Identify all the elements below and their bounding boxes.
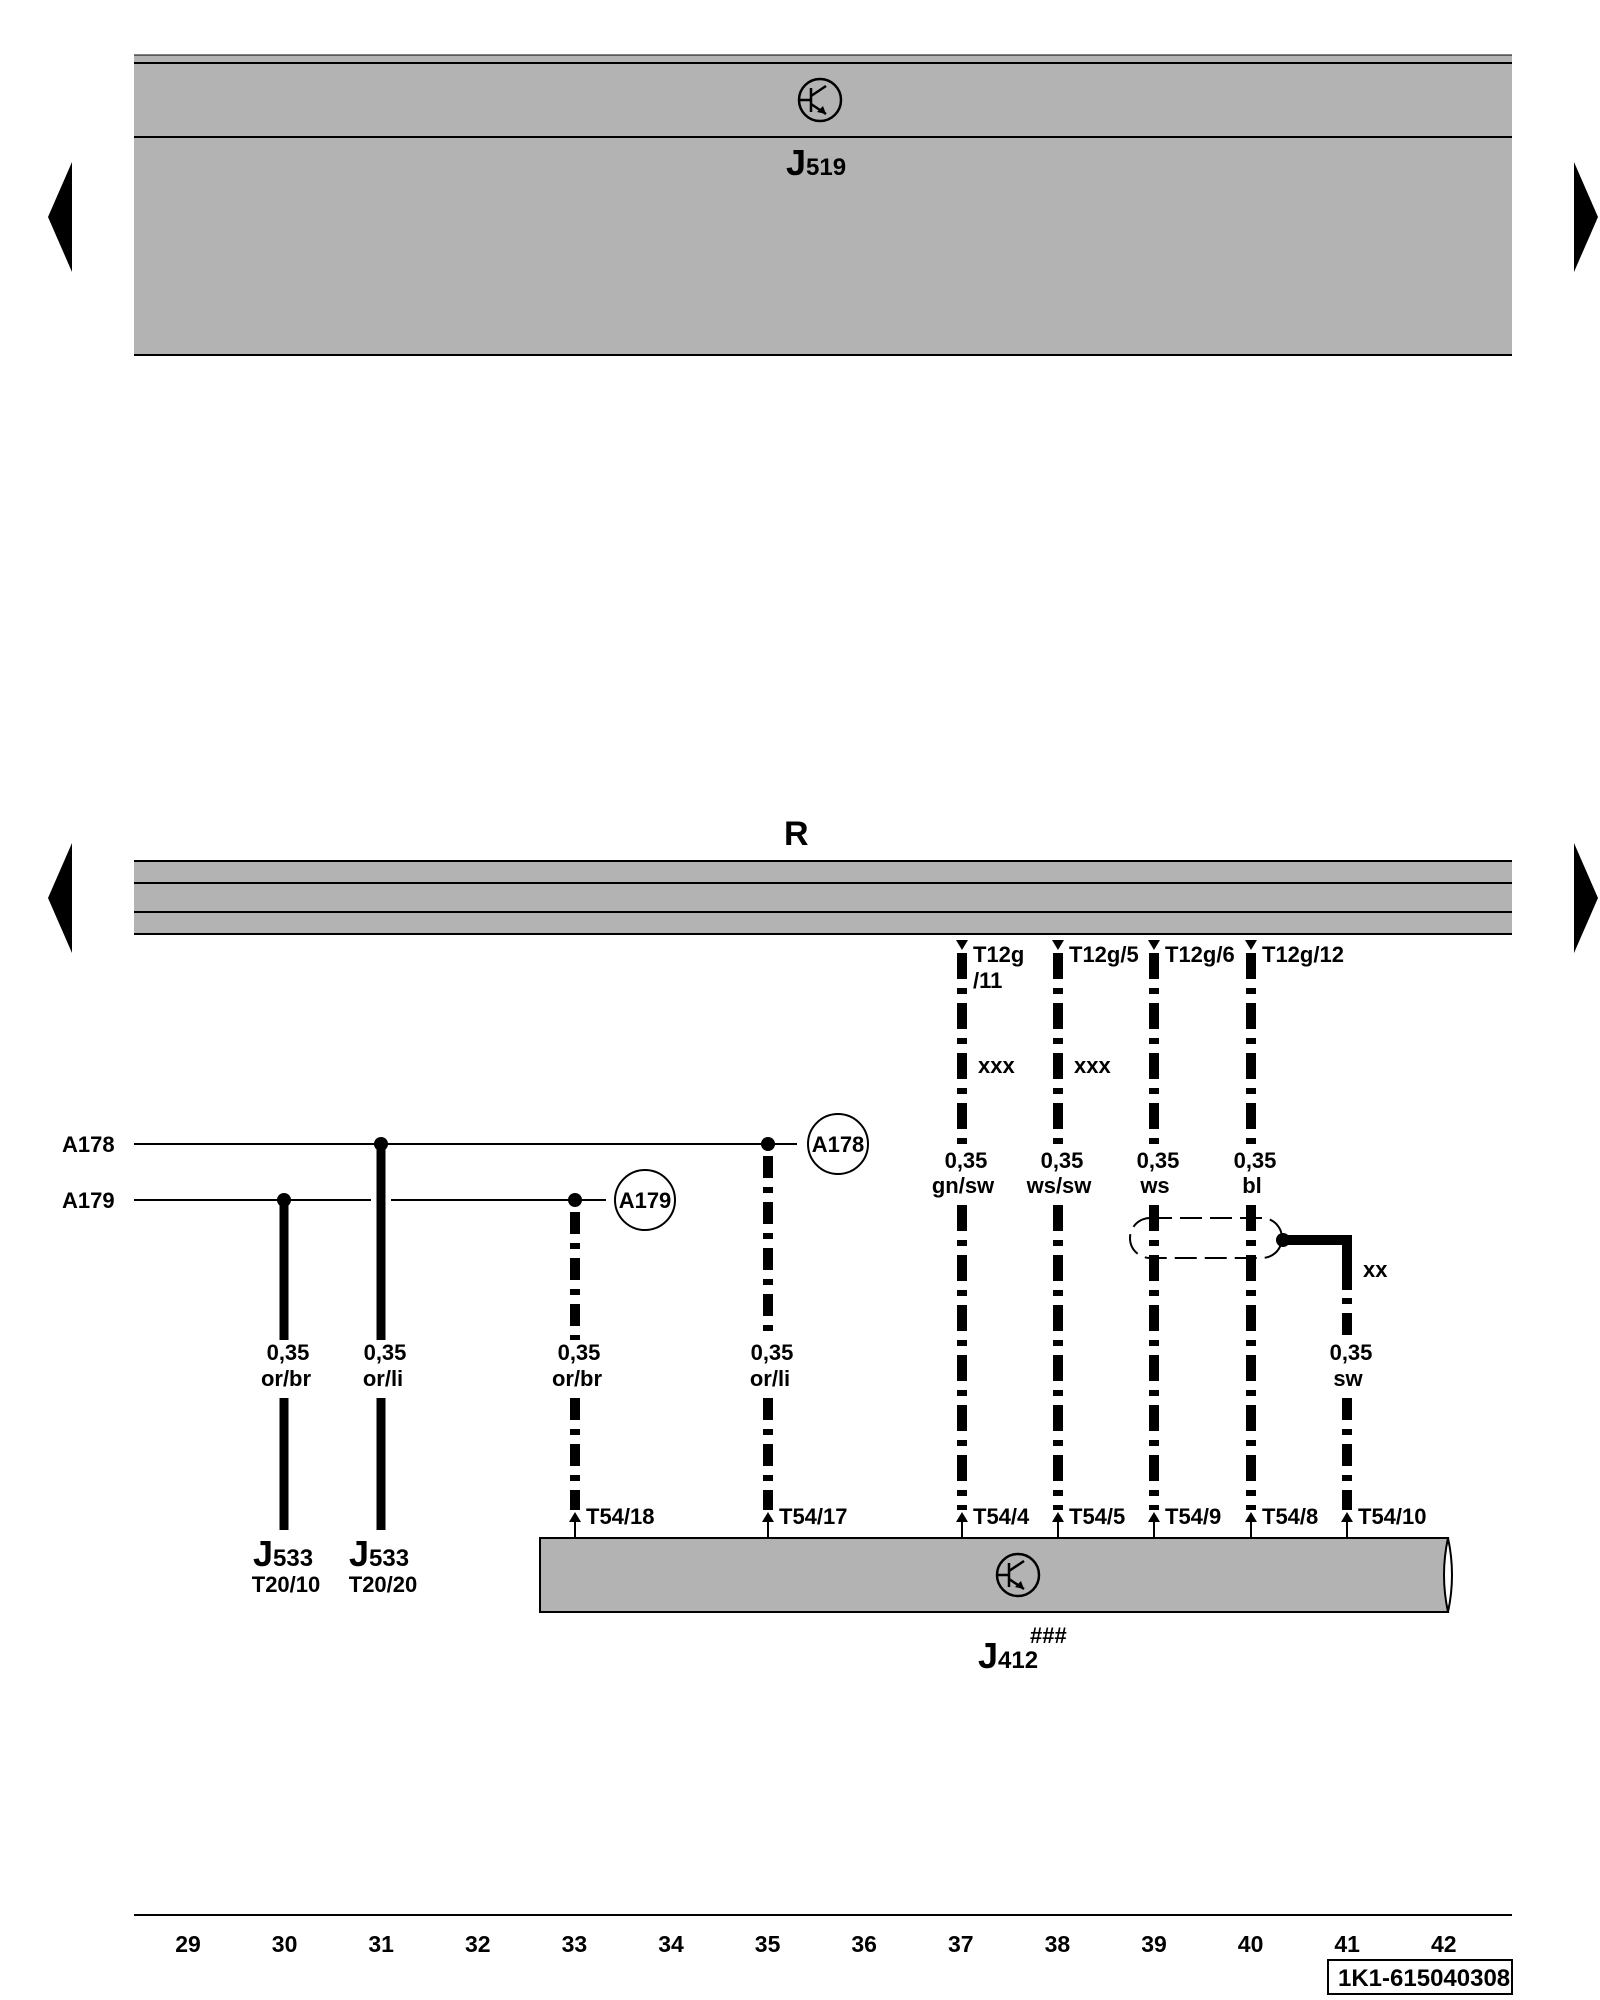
j412-label: J412: [978, 1635, 1038, 1676]
column-number: 36: [851, 1931, 877, 1957]
svg-text:xxx: xxx: [1074, 1053, 1111, 1078]
svg-text:0,35: 0,35: [751, 1340, 794, 1365]
ref-circle-a179[interactable]: A179: [614, 1169, 676, 1231]
nav-left-arrow-top[interactable]: [48, 162, 72, 272]
module-j412: J412 ###: [539, 1537, 1453, 1676]
svg-text:sw: sw: [1333, 1366, 1363, 1391]
svg-text:0,35: 0,35: [1041, 1148, 1084, 1173]
svg-text:ws/sw: ws/sw: [1026, 1173, 1093, 1198]
bus-r-label: R: [784, 815, 809, 853]
column-number: 30: [272, 1931, 298, 1957]
svg-text:T12g: T12g: [973, 942, 1024, 967]
column-number: 29: [175, 1931, 201, 1957]
electronic-module-icon: [797, 77, 843, 123]
shield-icon: [1129, 1217, 1283, 1259]
svg-text:gn/sw: gn/sw: [932, 1173, 995, 1198]
column-number: 41: [1334, 1931, 1360, 1957]
svg-text:or/br: or/br: [552, 1366, 603, 1391]
wire-41: xx 0,35 sw T54/10: [1276, 1233, 1427, 1529]
svg-text:T54/5: T54/5: [1069, 1504, 1125, 1529]
ref-circle-a178[interactable]: A178: [807, 1113, 869, 1175]
svg-text:0,35: 0,35: [1330, 1340, 1373, 1365]
wire-31: 0,35 or/li J533 T20/20: [349, 1144, 418, 1597]
wire-40: T12g/12 0,35 bl T54/8: [1234, 942, 1344, 1529]
svg-text:T20/10: T20/10: [252, 1572, 321, 1597]
wire-35: 0,35 or/li T54/17: [750, 1156, 848, 1529]
svg-text:xx: xx: [1363, 1257, 1388, 1282]
column-number: 34: [658, 1931, 684, 1957]
junction-dot: [761, 1137, 775, 1151]
nav-right-arrow-top[interactable]: [1574, 162, 1598, 272]
svg-text:0,35: 0,35: [1137, 1148, 1180, 1173]
svg-text:0,35: 0,35: [945, 1148, 988, 1173]
column-number: 40: [1238, 1931, 1264, 1957]
svg-text:xxx: xxx: [978, 1053, 1015, 1078]
j412-superscript: ###: [1030, 1623, 1067, 1648]
svg-text:T54/10: T54/10: [1358, 1504, 1427, 1529]
wire-39: T12g/6 0,35 ws T54/9: [1137, 942, 1235, 1529]
line-a179: A179: [62, 1188, 606, 1213]
column-number: 38: [1045, 1931, 1071, 1957]
column-number: 33: [562, 1931, 588, 1957]
svg-text:T54/9: T54/9: [1165, 1504, 1221, 1529]
a179-label: A179: [62, 1188, 115, 1213]
a178-label: A178: [62, 1132, 115, 1157]
svg-text:or/li: or/li: [750, 1366, 790, 1391]
svg-text:T54/4: T54/4: [973, 1504, 1030, 1529]
junction-dot: [568, 1193, 582, 1207]
line-a178: A178: [62, 1132, 797, 1157]
svg-text:or/li: or/li: [363, 1366, 403, 1391]
svg-text:bl: bl: [1242, 1173, 1262, 1198]
svg-text:T12g/6: T12g/6: [1165, 942, 1235, 967]
column-number: 35: [755, 1931, 781, 1957]
svg-text:T54/17: T54/17: [779, 1504, 848, 1529]
column-number: 32: [465, 1931, 491, 1957]
svg-text:A178: A178: [812, 1132, 865, 1157]
j533-label: J533: [253, 1533, 313, 1574]
document-code-box: 1K1-615040308: [1327, 1959, 1513, 1995]
svg-text:1K1-615040308: 1K1-615040308: [1338, 1965, 1510, 1992]
wire-38: T12g/5 xxx 0,35 ws/sw T54/5: [1026, 942, 1139, 1529]
wire-30: 0,35 or/br J533 T20/10: [252, 1200, 321, 1597]
column-number: 37: [948, 1931, 974, 1957]
svg-text:T12g/12: T12g/12: [1262, 942, 1344, 967]
wire-37: T12g /11 xxx 0,35 gn/sw T54/4: [932, 942, 1030, 1529]
svg-text:0,35: 0,35: [1234, 1148, 1277, 1173]
svg-text:T20/20: T20/20: [349, 1572, 418, 1597]
column-number: 42: [1431, 1931, 1457, 1957]
electronic-module-icon: [995, 1552, 1041, 1598]
j533-label: J533: [349, 1533, 409, 1574]
column-number: 39: [1141, 1931, 1167, 1957]
bus-r: R: [134, 815, 1512, 935]
svg-text:T54/8: T54/8: [1262, 1504, 1318, 1529]
module-j519: J519: [134, 54, 1512, 356]
svg-text:0,35: 0,35: [364, 1340, 407, 1365]
column-number: 31: [368, 1931, 394, 1957]
pin-arrows: [569, 940, 1353, 1538]
svg-text:or/br: or/br: [261, 1366, 312, 1391]
svg-text:0,35: 0,35: [558, 1340, 601, 1365]
svg-text:0,35: 0,35: [267, 1340, 310, 1365]
svg-text:T54/18: T54/18: [586, 1504, 655, 1529]
svg-text:A179: A179: [619, 1188, 672, 1213]
nav-left-arrow-bottom[interactable]: [48, 843, 72, 953]
svg-text:T12g/5: T12g/5: [1069, 942, 1139, 967]
svg-text:ws: ws: [1139, 1173, 1169, 1198]
column-numbers: 29 30 31 32 33 34 35 36 37 38 39 40 41 42: [175, 1931, 1456, 1957]
wire-33: 0,35 or/br T54/18: [552, 1212, 655, 1529]
svg-text:/11: /11: [973, 968, 1002, 993]
j519-label: J519: [786, 142, 846, 183]
nav-right-arrow-bottom[interactable]: [1574, 843, 1598, 953]
